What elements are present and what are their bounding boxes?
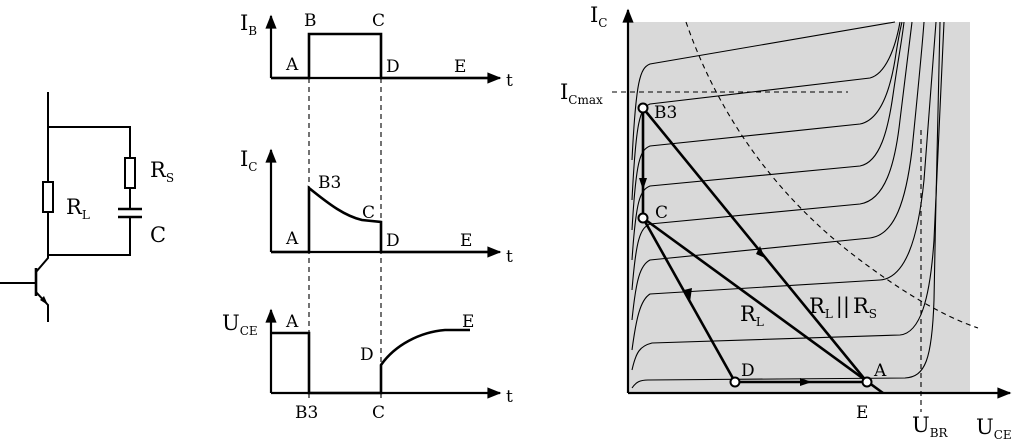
point-c [637,212,649,224]
rl-rs-label: RL||RS [809,294,877,321]
ubr-label: UBR [912,413,949,440]
ic-point-d: D [386,231,400,251]
capacitor [118,207,142,219]
point-b3 [637,102,649,114]
ic-point-c: C [362,203,375,223]
uce-waveform [271,328,470,395]
label-c: C [150,223,166,247]
ib-point-c: C [372,11,385,31]
load-line-rl-rs [641,107,869,383]
point-d-label: D [741,361,755,381]
point-c-label: C [655,203,668,223]
label-rs: RS [150,158,174,185]
ib-waveform [271,32,488,80]
uce-x-label: t [506,387,513,407]
ib-point-e: E [454,57,466,77]
resistor-rs [124,157,136,189]
uce-point-b3: B3 [295,403,318,423]
point-b3-label: B3 [654,103,677,123]
circuit: RL RS C [0,92,174,322]
output-characteristics: IC ICmax UCE UBR E B3 C D A RL RL||RS [560,3,1012,442]
ic-point-b3: B3 [318,173,341,193]
ib-axis-label: IB [240,11,257,38]
arrow-a-b3 [756,246,765,258]
label-rl: RL [66,195,90,222]
output-y-label: IC [590,3,607,30]
arrow-d-a [800,378,812,386]
uce-plot: UCE t A D E B3 C [222,308,513,423]
point-d [729,376,741,388]
ib-point-b: B [304,11,317,31]
ib-point-a: A [285,55,299,75]
uce-axis-label: UCE [222,311,258,338]
characteristic-curves [631,21,945,389]
icmax-label: ICmax [560,80,603,107]
output-x-label: UCE [976,415,1012,442]
ib-plot: IB t A B C D E [240,11,513,91]
transistor-icon [0,255,49,322]
resistor-rl [42,181,54,213]
rl-label: RL [740,302,764,329]
uce-point-a: A [285,312,299,332]
ic-axis-label: IC [240,147,257,174]
arrow-c-d [684,288,692,302]
load-line-rl-long [642,216,884,395]
ib-point-d: D [386,57,400,77]
ic-x-label: t [506,247,513,267]
point-a [861,376,873,388]
point-a-label: A [873,361,887,381]
uce-point-e: E [462,312,474,332]
ic-waveform [271,185,488,254]
ib-x-label: t [506,71,513,91]
ic-plot: IC t A B3 C D E [240,147,513,267]
e-label: E [856,403,868,423]
uce-point-d: D [360,345,374,365]
ic-point-a: A [285,229,299,249]
uce-point-c: C [372,403,385,423]
ic-point-e: E [460,231,472,251]
arrow-b3-c [639,178,647,190]
